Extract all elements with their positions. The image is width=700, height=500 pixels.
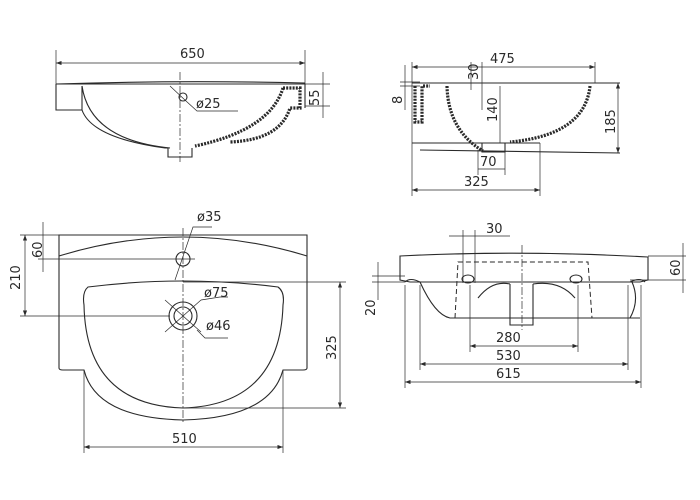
plan-view: 60 210 ø35 ø75 ø46 325 510 (9, 210, 346, 453)
dim-overflow: ø25 (196, 97, 221, 112)
overflow-hole (178, 92, 188, 102)
dim-70: 70 (480, 155, 497, 170)
dim-30: 30 (467, 63, 482, 80)
dim-140: 140 (486, 97, 501, 122)
dim-tap-hole: ø35 (197, 210, 222, 225)
dim-30-front: 30 (486, 222, 503, 237)
dim-210: 210 (9, 265, 24, 290)
tap-hole (175, 251, 191, 267)
drain-inner (173, 306, 193, 326)
dim-280: 280 (496, 331, 521, 346)
front-view: 30 60 20 280 530 615 (364, 222, 686, 388)
dim-185: 185 (604, 109, 619, 134)
side-view: 650 ø25 55 (55, 47, 330, 162)
mount-hole-left (461, 274, 475, 284)
dim-8: 8 (391, 96, 406, 104)
dim-325-plan: 325 (325, 335, 340, 360)
dim-60-plan: 60 (31, 241, 46, 258)
dim-475: 475 (490, 52, 515, 67)
dim-20: 20 (364, 299, 379, 316)
dim-drain-inner: ø46 (206, 319, 231, 334)
dim-325-section: 325 (464, 175, 489, 190)
mount-hole-right (569, 274, 583, 284)
dim-650: 650 (180, 47, 205, 62)
drain-outer (168, 301, 198, 331)
dim-60-front: 60 (669, 259, 684, 276)
dim-drain-outer: ø75 (204, 286, 229, 301)
dim-55: 55 (308, 89, 323, 106)
dim-615: 615 (496, 367, 521, 382)
dim-510: 510 (172, 432, 197, 447)
dim-530: 530 (496, 349, 521, 364)
section-view: 475 30 8 140 185 70 325 (391, 52, 621, 196)
